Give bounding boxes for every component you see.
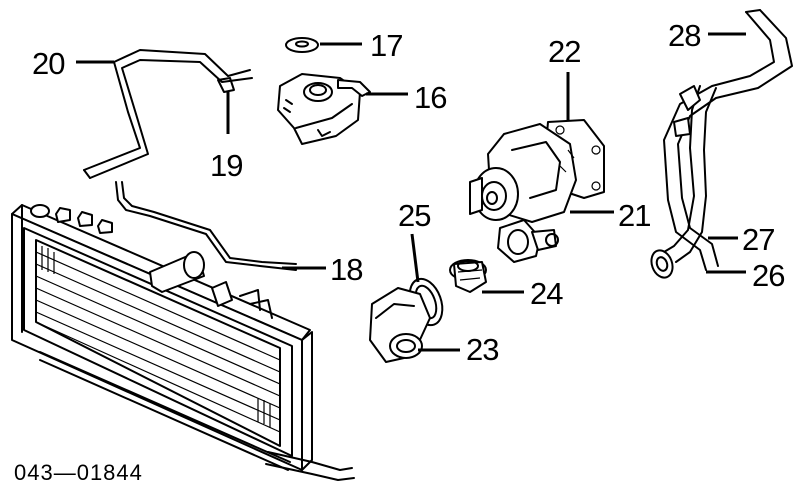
callout-16: 16: [414, 80, 446, 115]
thermostat-part-24: [449, 259, 487, 293]
callout-23: 23: [466, 332, 498, 367]
radiator: [11, 204, 355, 481]
heater-hoses-part-26-27-28: [650, 9, 793, 279]
callout-21: 21: [618, 198, 650, 233]
callout-28: 28: [668, 18, 700, 53]
diagram-code: 043—01844: [14, 460, 143, 485]
overflow-hose-part-20: [83, 49, 253, 179]
callout-27: 27: [742, 222, 774, 257]
callout-19: 19: [210, 148, 242, 183]
callout-17: 17: [370, 28, 402, 63]
callout-22: 22: [548, 34, 580, 69]
callout-24: 24: [530, 276, 563, 311]
callout-20: 20: [32, 46, 65, 81]
callout-26: 26: [752, 258, 784, 293]
reservoir-tank-part-16: [277, 73, 371, 145]
water-pump-part-21: [469, 119, 605, 263]
callout-25: 25: [398, 198, 430, 233]
leader-lines: [76, 32, 746, 352]
clip-part-19: [217, 77, 235, 93]
overflow-tube-part-18: [115, 181, 297, 271]
callout-18: 18: [330, 252, 362, 287]
thermostat-housing-part-23: [369, 287, 431, 363]
reservoir-cap-part-17: [285, 37, 319, 53]
